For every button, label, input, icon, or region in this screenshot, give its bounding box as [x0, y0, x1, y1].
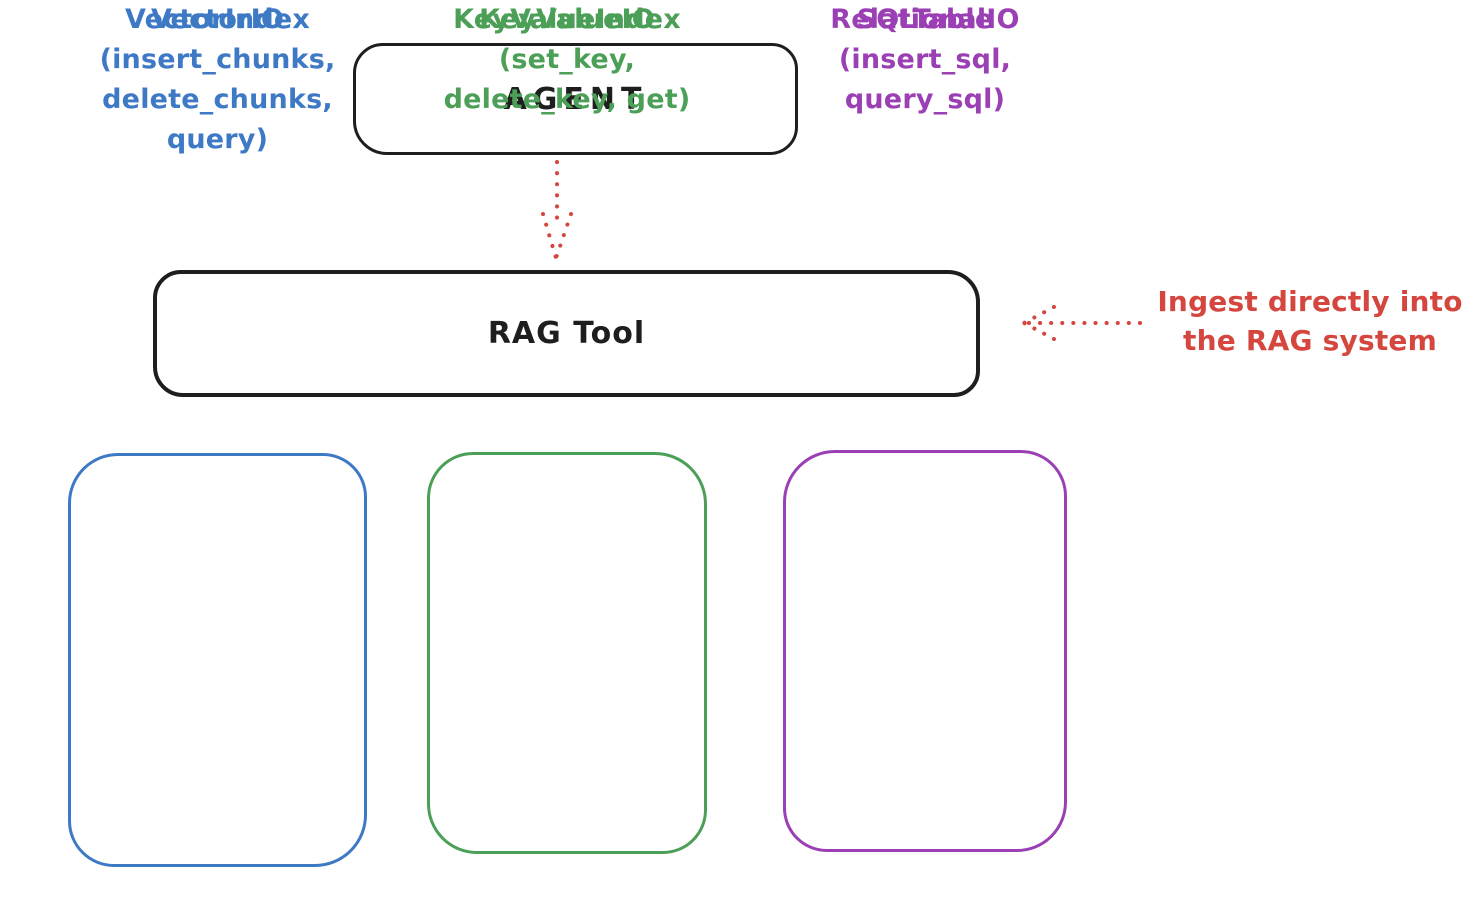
ingest-annotation: Ingest directly into the RAG system	[1157, 285, 1463, 357]
agent-to-rag-tool-arrow	[541, 160, 573, 260]
vector-io-box	[68, 453, 367, 867]
key-value-io-box	[427, 452, 707, 854]
agent-node-label: AGENT	[503, 81, 648, 117]
annotation-to-rag-tool-arrow	[1022, 305, 1142, 341]
relational-io-box	[783, 450, 1067, 852]
relational-io-index-label: SQLTable	[856, 4, 994, 35]
relational-io-api-label: RelationalIO (insert_sql, query_sql)	[830, 4, 1020, 115]
vector-io-api-label: VectorIO (insert_chunks, delete_chunks, …	[99, 4, 336, 155]
vector-io-index-label: VectorIndex	[124, 4, 311, 35]
key-value-io-index-label: KeyValueIndex	[453, 4, 681, 35]
rag-tool-node-label: RAG Tool	[487, 316, 646, 351]
agent-node: AGENT	[353, 43, 798, 155]
rag-tool-node: RAG Tool	[153, 270, 980, 397]
key-value-io-api-label: KeyValueIO (set_key, delete_key, get)	[443, 4, 691, 115]
